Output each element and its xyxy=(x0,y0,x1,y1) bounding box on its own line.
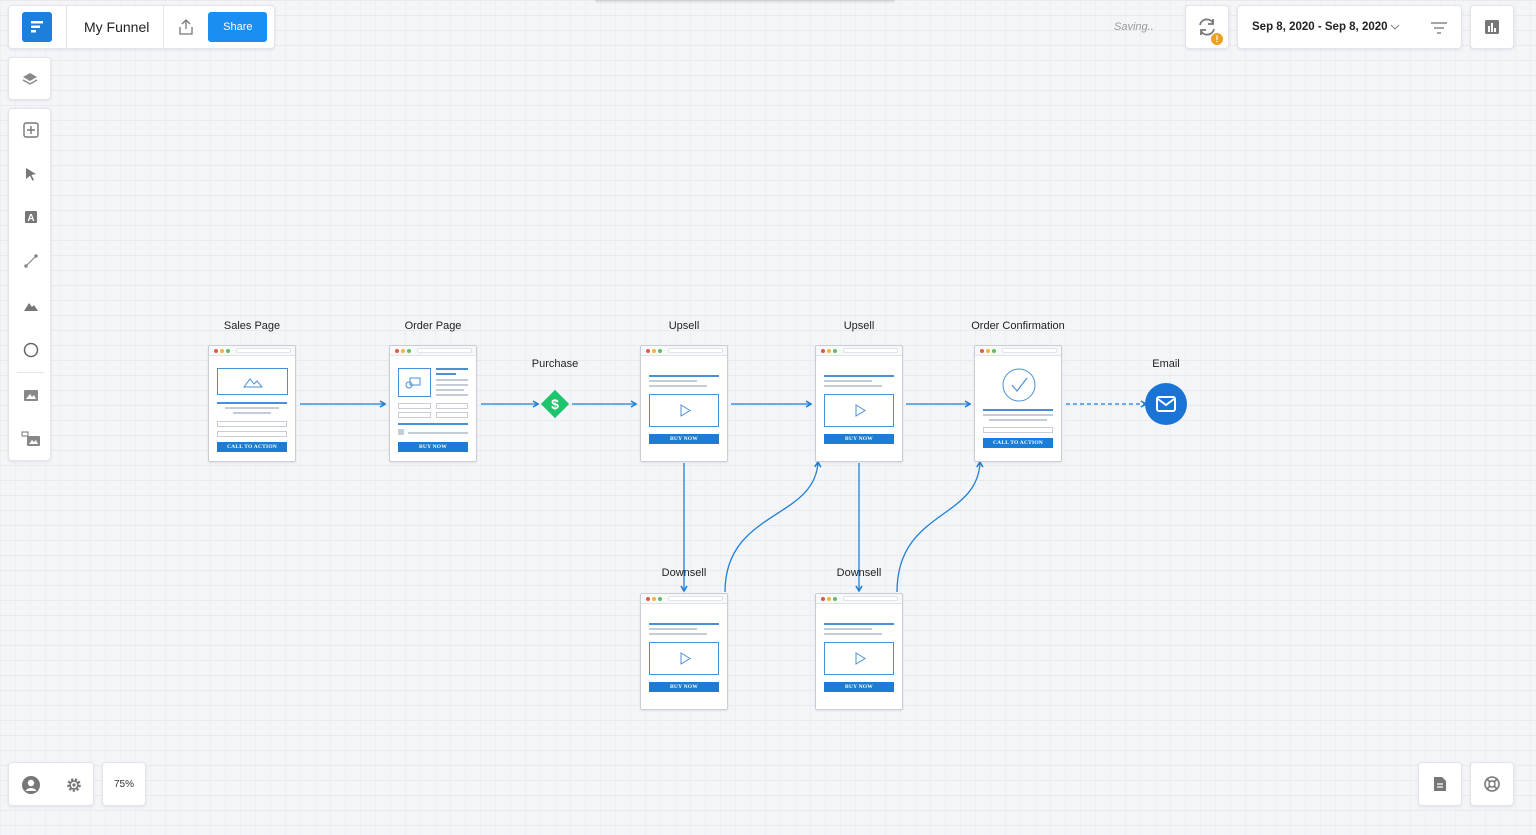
layers-icon xyxy=(22,72,37,85)
video-placeholder xyxy=(824,394,894,427)
line-icon[interactable] xyxy=(9,243,52,279)
buy-now-button: BUY NOW xyxy=(824,434,894,444)
video-placeholder xyxy=(649,642,719,675)
checkmark-circle-icon xyxy=(1002,368,1036,402)
stats-button[interactable] xyxy=(1470,5,1514,49)
share-export-icon[interactable] xyxy=(164,5,208,49)
downsell-2-node[interactable]: BUY NOW xyxy=(815,593,903,710)
top-edge-shadow xyxy=(595,0,895,4)
step-label-order-page: Order Page xyxy=(404,320,462,332)
svg-text:$: $ xyxy=(551,396,559,412)
document-icon xyxy=(1434,777,1446,791)
downsell-1-node[interactable]: BUY NOW xyxy=(640,593,728,710)
play-icon xyxy=(855,404,866,417)
browser-bar xyxy=(209,346,295,356)
step-label-upsell-2: Upsell xyxy=(843,320,875,332)
image-icon xyxy=(243,378,264,388)
bar-chart-icon xyxy=(1485,20,1499,34)
svg-text:A: A xyxy=(27,213,34,224)
filter-button[interactable] xyxy=(1417,6,1461,50)
account-panel xyxy=(8,762,94,806)
video-placeholder xyxy=(824,642,894,675)
date-range-picker[interactable]: Sep 8, 2020 - Sep 8, 2020 xyxy=(1237,5,1462,49)
step-label-upsell-1: Upsell xyxy=(668,320,700,332)
screenshot-icon[interactable] xyxy=(9,421,52,457)
filter-icon xyxy=(1431,22,1447,34)
step-label-downsell-1: Downsell xyxy=(661,567,707,579)
browser-bar xyxy=(975,346,1061,356)
hero-image-placeholder xyxy=(217,368,288,395)
step-label-purchase: Purchase xyxy=(531,358,579,370)
step-label-sales-page: Sales Page xyxy=(223,320,281,332)
step-label-downsell-2: Downsell xyxy=(836,567,882,579)
settings-button[interactable] xyxy=(52,763,95,807)
buy-now-button: BUY NOW xyxy=(824,682,894,692)
step-label-email: Email xyxy=(1152,358,1180,370)
gear-icon xyxy=(66,778,81,792)
browser-bar xyxy=(641,346,727,356)
chevron-down-icon xyxy=(1390,24,1399,30)
step-label-order-confirmation: Order Confirmation xyxy=(971,320,1065,332)
product-icon xyxy=(405,377,421,389)
help-button[interactable] xyxy=(1470,762,1514,806)
upsell-1-node[interactable]: BUY NOW xyxy=(640,345,728,462)
browser-bar xyxy=(816,594,902,604)
zoom-level[interactable]: 75% xyxy=(102,762,146,806)
dollar-icon: $ xyxy=(540,389,570,419)
browser-bar xyxy=(641,594,727,604)
buy-now-button: BUY NOW xyxy=(649,434,719,444)
text-icon[interactable]: A xyxy=(9,199,52,235)
play-icon xyxy=(680,404,691,417)
order-page-node[interactable]: BUY NOW xyxy=(389,345,477,462)
cursor-arrow-icon[interactable] xyxy=(9,156,52,192)
video-placeholder xyxy=(649,394,719,427)
upsell-2-node[interactable]: BUY NOW xyxy=(815,345,903,462)
connector-downsell-1-to-upsell xyxy=(724,460,822,593)
saving-status: Saving.. xyxy=(1114,21,1154,33)
sync-icon xyxy=(1199,18,1215,36)
play-icon xyxy=(680,652,691,665)
user-icon xyxy=(21,776,40,794)
user-button[interactable] xyxy=(9,763,52,807)
envelope-icon xyxy=(1156,396,1176,412)
notes-button[interactable] xyxy=(1418,762,1462,806)
browser-bar xyxy=(816,346,902,356)
share-button[interactable]: Share xyxy=(208,12,268,42)
divider xyxy=(66,5,67,49)
divider xyxy=(163,5,165,49)
connector-downsell-2-to-confirmation xyxy=(896,460,984,593)
funnel-name[interactable]: My Funnel xyxy=(84,19,150,35)
order-confirmation-node[interactable]: CALL TO ACTION xyxy=(974,345,1062,462)
browser-bar xyxy=(390,346,476,356)
cta-button: CALL TO ACTION xyxy=(217,442,287,452)
layers-button[interactable] xyxy=(8,57,51,100)
date-range-label: Sep 8, 2020 - Sep 8, 2020 xyxy=(1252,21,1388,33)
cta-button: CALL TO ACTION xyxy=(983,438,1053,448)
purchase-node[interactable]: $ xyxy=(538,387,572,421)
divider xyxy=(17,372,44,373)
media-icon[interactable] xyxy=(9,377,52,413)
buy-now-button: BUY NOW xyxy=(649,682,719,692)
image-icon[interactable] xyxy=(9,288,52,324)
email-node[interactable] xyxy=(1145,383,1187,425)
funnelytics-logo-icon[interactable] xyxy=(22,12,52,42)
product-image-placeholder xyxy=(398,368,431,397)
sales-page-node[interactable]: CALL TO ACTION xyxy=(208,345,296,462)
lifebuoy-icon xyxy=(1484,776,1500,792)
play-icon xyxy=(855,652,866,665)
buy-now-button: BUY NOW xyxy=(398,442,468,452)
tool-palette: A xyxy=(8,108,51,461)
top-bar: My Funnel Share xyxy=(8,5,275,49)
add-square-icon[interactable] xyxy=(9,112,52,148)
sync-button[interactable]: ! xyxy=(1185,5,1229,49)
circle-icon[interactable] xyxy=(9,332,52,368)
warning-badge: ! xyxy=(1211,33,1223,45)
